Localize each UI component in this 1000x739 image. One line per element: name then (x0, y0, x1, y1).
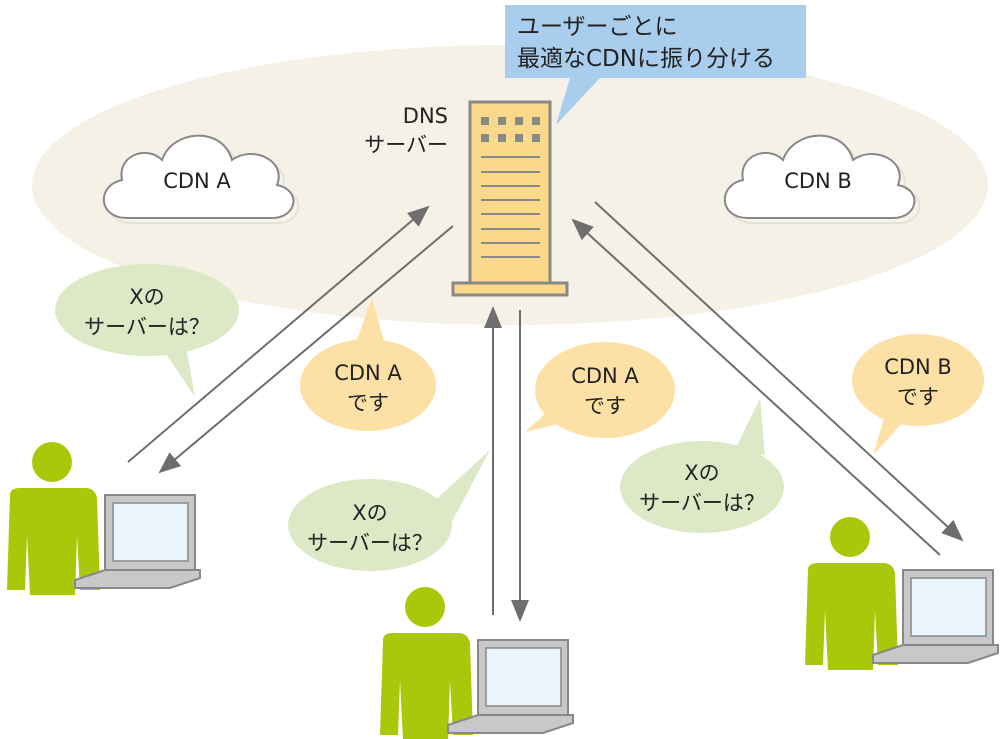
answer-text: CDN A (571, 364, 639, 388)
callout-line2: 最適なCDNに振り分ける (517, 46, 775, 72)
cdn-a-label: CDN A (163, 169, 231, 193)
answer-bubble-right: CDN B です (852, 334, 984, 455)
callout-bubble: ユーザーごとに 最適なCDNに振り分ける (505, 5, 806, 125)
answer-text: です (897, 385, 939, 409)
question-text: Xの (684, 461, 719, 485)
cloud-icon-cdn-a: CDN A (102, 134, 300, 224)
question-bubble-right: Xの サーバーは？ (620, 398, 784, 533)
dns-server-icon (451, 100, 569, 297)
cdn-b-label: CDN B (784, 169, 852, 193)
question-bubble-left: Xの サーバーは？ (55, 264, 239, 397)
question-text: サーバーは？ (84, 315, 210, 339)
arrow-query-right (571, 218, 941, 556)
question-text: Xの (129, 285, 164, 309)
arrow-answer-left (158, 225, 454, 474)
callout-line1: ユーザーごとに (517, 14, 678, 40)
question-text: Xの (352, 501, 387, 525)
answer-text: CDN A (334, 361, 402, 385)
answer-text: です (347, 391, 389, 415)
dns-label-line1: DNS (403, 104, 448, 128)
user-with-laptop-right (804, 516, 999, 671)
answer-bubble-left: CDN A です (300, 298, 436, 431)
arrow-answer-right (594, 201, 964, 542)
answer-bubble-middle: CDN A です (525, 342, 675, 438)
answer-text: CDN B (884, 355, 952, 379)
answer-text: です (584, 394, 626, 418)
question-text: サーバーは？ (639, 491, 765, 515)
cloud-icon-cdn-b: CDN B (723, 134, 921, 224)
user-with-laptop-left (6, 441, 201, 596)
arrow-query-left (127, 205, 430, 463)
dns-label-line2: サーバー (364, 133, 448, 157)
question-bubble-middle: Xの サーバーは？ (288, 450, 490, 571)
user-with-laptop-middle (379, 586, 574, 739)
question-text: サーバーは？ (307, 531, 433, 555)
